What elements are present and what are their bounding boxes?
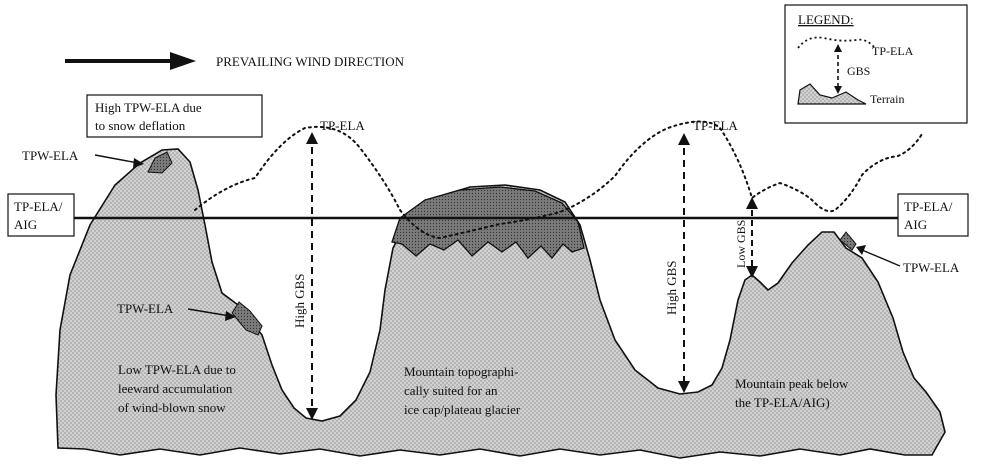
plateau-glacier (391, 186, 585, 260)
high-gbs-right-label: High GBS (664, 260, 679, 315)
low-tpw-line1: Low TPW-ELA due to (118, 362, 236, 377)
wind-label: PREVAILING WIND DIRECTION (216, 54, 405, 69)
high-tpw-line2: to snow deflation (95, 118, 186, 133)
high-gbs-left-label: High GBS (292, 273, 307, 328)
tpw-ela-patch-right (839, 231, 857, 251)
high-tpw-line1: High TPW-ELA due (95, 100, 202, 115)
tpw-ela-top-left-pointer (94, 154, 139, 164)
tpw-ela-patch-mid-left (231, 301, 263, 336)
plateau-line1: Mountain topographi- (404, 364, 518, 379)
plateau-line3: ice cap/plateau glacier (404, 402, 521, 417)
low-tpw-line2: leeward accumulation (118, 381, 233, 396)
aig-left-line1: TP-ELA/ (14, 199, 63, 214)
tpw-ela-patch-top-left (147, 151, 173, 174)
high-gbs-arrowhead-up-left (306, 132, 318, 144)
aig-left-line2: AIG (14, 217, 37, 232)
legend-gbs-arrowhead-up (834, 44, 842, 52)
low-gbs-arrowhead-up (746, 197, 758, 209)
peak-below-line1: Mountain peak below (735, 376, 849, 391)
tpw-ela-mid-left-label: TPW-ELA (117, 301, 174, 316)
legend-tp-ela: TP-ELA (872, 44, 914, 58)
high-tpw-ela-box (86, 94, 263, 138)
tpw-ela-right-pointer (861, 249, 901, 267)
peak-below-line2: the TP-ELA/AIG) (735, 395, 830, 410)
legend-gbs-arrowhead-down (834, 86, 842, 94)
low-gbs-arrowhead-down (746, 266, 758, 278)
high-gbs-arrowhead-down-left (306, 408, 318, 420)
aig-right-box (897, 193, 969, 237)
legend-title: LEGEND: (798, 12, 854, 27)
high-gbs-arrowhead-down-right (678, 381, 690, 393)
low-tpw-line3: of wind-blown snow (118, 400, 226, 415)
legend-dotted-sample (797, 36, 875, 49)
tpw-ela-right-arrowhead (856, 245, 866, 255)
tp-ela-right-label: TP-ELA (693, 118, 738, 133)
low-gbs-label: Low GBS (734, 220, 748, 268)
aig-right-line2: AIG (904, 217, 927, 232)
tpw-ela-mid-left-pointer (187, 308, 231, 317)
aig-right-line1: TP-ELA/ (904, 199, 953, 214)
legend-terrain-sample (797, 83, 867, 105)
tpw-ela-right-label: TPW-ELA (903, 260, 960, 275)
plateau-line2: cally suited for an (404, 383, 498, 398)
tpw-ela-top-left-arrowhead (133, 158, 144, 168)
legend-gbs: GBS (847, 64, 870, 78)
tp-ela-left-label: TP-ELA (320, 118, 365, 133)
legend-terrain: Terrain (870, 92, 904, 106)
tpw-ela-top-left-label: TPW-ELA (22, 148, 79, 163)
high-gbs-arrowhead-up-right (678, 133, 690, 145)
tpw-ela-mid-left-arrowhead (225, 311, 236, 321)
aig-left-box (7, 193, 75, 237)
wind-arrow-head (170, 52, 196, 70)
